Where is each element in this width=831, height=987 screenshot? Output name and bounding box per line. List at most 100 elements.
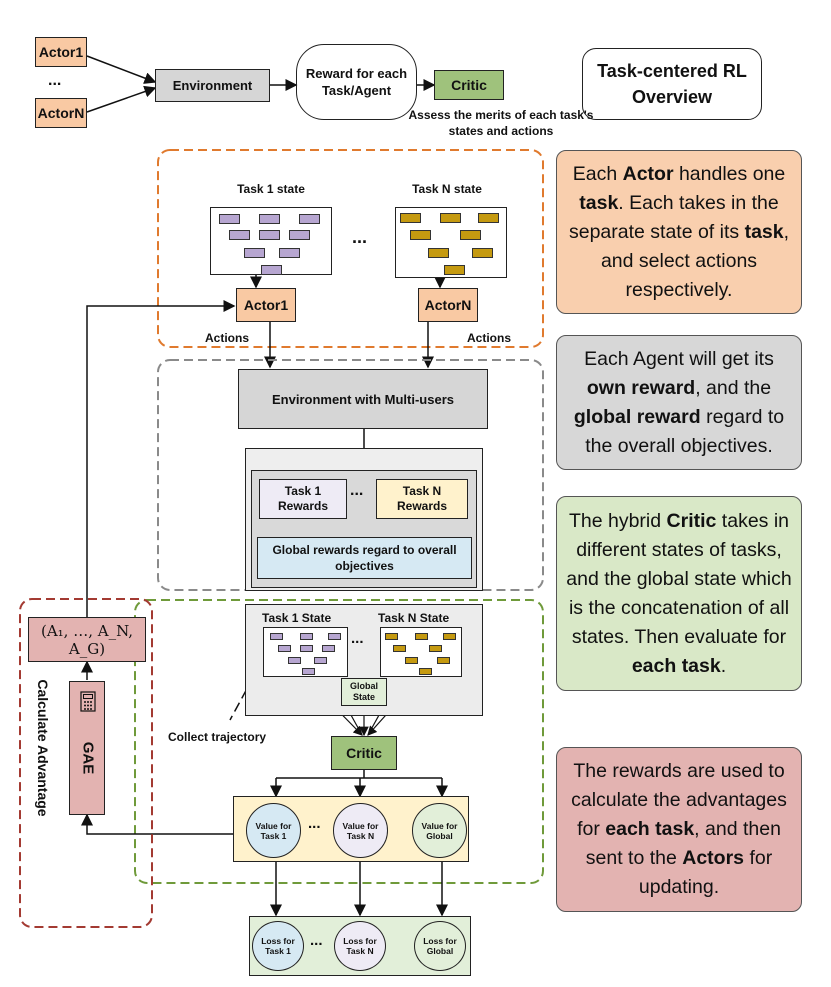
critic-task1-state-title: Task 1 State (262, 611, 332, 625)
top-critic-label: Critic (451, 77, 487, 93)
note-bold: Critic (666, 509, 717, 532)
gae-box: GAE (69, 681, 105, 815)
env-note-text: Each Agent will get its own reward, and … (565, 345, 793, 461)
task1-state-chip (244, 248, 265, 258)
top-critic-box: Critic (434, 70, 504, 100)
note-text: takes in different states of tasks, and … (566, 509, 792, 648)
overview-title: Task-centered RL Overview (597, 61, 747, 107)
critic-task1-chip (300, 633, 313, 640)
taskN-state-chip (410, 230, 431, 240)
task1-state-chip (259, 230, 280, 240)
value-task1-label: Value for Task 1 (255, 820, 292, 841)
task1-state-chip (299, 214, 320, 224)
task1-state-chip (229, 230, 250, 240)
value-taskN-circle: Value for Task N (333, 803, 388, 858)
env-note: Each Agent will get its own reward, and … (556, 335, 802, 470)
task1-state-title: Task 1 state (237, 182, 305, 196)
critic-taskN-state-panel (380, 627, 462, 677)
advantage-note-text: The rewards are used to calculate the ad… (565, 757, 793, 902)
global-state-label: Global State (349, 681, 378, 702)
taskN-state-chip (400, 213, 421, 223)
note-text: Each Agent will get its (584, 347, 774, 370)
critic-taskN-chip (393, 645, 406, 652)
critic-taskN-state-title: Task N State (378, 611, 450, 625)
taskN-state-chip (478, 213, 499, 223)
note-text: Each (572, 162, 623, 185)
loss-taskN-circle: Loss for Task N (334, 921, 386, 971)
advantage-note: The rewards are used to calculate the ad… (556, 747, 802, 912)
taskN-state-chip (472, 248, 493, 258)
critic-task1-chip (270, 633, 283, 640)
taskN-state-title: Task N state (412, 182, 482, 196)
overview-title-box: Task-centered RL Overview (582, 48, 762, 120)
taskN-state-chip (444, 265, 465, 275)
critic-state-dots: ... (351, 630, 364, 647)
global-rewards-label: Global rewards regard to overall objecti… (272, 543, 457, 573)
global-state-box: Global State (341, 678, 387, 706)
taskN-state-panel (395, 207, 507, 278)
actions-label-right: Actions (467, 331, 512, 345)
note-text: for updating. (638, 847, 773, 898)
value-dots: ... (308, 815, 321, 832)
note-text: . Each takes in the separate state of it… (568, 191, 779, 243)
loss-dots: ... (310, 932, 323, 949)
note-text: . (720, 654, 727, 677)
critic-taskN-chip (437, 657, 450, 664)
top-environment-label: Environment (172, 78, 253, 93)
rewards-dots: ... (350, 482, 364, 499)
top-actor-dots: ... (48, 72, 62, 89)
critic-taskN-chip (385, 633, 398, 640)
calculator-icon (80, 691, 96, 712)
critic-task1-chip (300, 645, 313, 652)
actor1-box: Actor1 (236, 288, 296, 322)
value-global-circle: Value for Global (412, 803, 467, 858)
actions-label-left: Actions (205, 331, 250, 345)
calculate-advantage-label: Calculate Advantage (35, 679, 51, 817)
top-reward-box: Reward for each Task/Agent (296, 44, 417, 120)
note-bold: task (744, 220, 784, 243)
note-text: , and select actions respectively. (600, 220, 790, 301)
critic-label: Critic (346, 745, 382, 761)
env-multiusers-label: Environment with Multi-users (271, 391, 454, 407)
gae-label: GAE (79, 741, 97, 775)
note-text: The rewards are used to calculate the ad… (571, 760, 787, 840)
taskN-state-chip (440, 213, 461, 223)
state-dots: ... (352, 227, 368, 247)
loss-global-label: Loss for Global (423, 936, 457, 956)
actor-note: Each Actor handles one task. Each takes … (556, 150, 802, 314)
env-multiusers-box: Environment with Multi-users (238, 369, 488, 429)
note-bold: each task (605, 818, 695, 840)
actor1-label: Actor1 (243, 297, 289, 313)
top-reward-label: Reward for each Task/Agent (305, 66, 408, 98)
note-bold: task (579, 191, 619, 214)
taskN-state-chip (428, 248, 449, 258)
note-text: handles one (673, 162, 786, 185)
critic-taskN-chip (415, 633, 428, 640)
advantage-formula-box: (A₁, …, A_N, A_G) (28, 617, 146, 662)
global-rewards-box: Global rewards regard to overall objecti… (257, 537, 472, 579)
actor-note-text: Each Actor handles one task. Each takes … (565, 160, 793, 305)
critic-note-text: The hybrid Critic takes in different sta… (565, 507, 793, 681)
collect-trajectory-label: Collect trajectory (168, 730, 267, 744)
note-text: The hybrid (568, 509, 667, 532)
critic-task1-chip (314, 657, 327, 664)
note-bold: Actors (682, 847, 745, 869)
loss-global-circle: Loss for Global (414, 921, 466, 971)
critic-task1-state-panel (263, 627, 348, 677)
top-assess-text: Assess the merits of each task's states … (408, 108, 594, 138)
top-environment-box: Environment (155, 69, 270, 102)
loss-task1-circle: Loss for Task 1 (252, 921, 304, 971)
loss-taskN-label: Loss for Task N (343, 936, 377, 956)
loss-task1-label: Loss for Task 1 (261, 936, 295, 956)
critic-task1-chip (278, 645, 291, 652)
value-taskN-label: Value for Task N (342, 820, 379, 841)
top-actorN-box: ActorN (35, 98, 87, 128)
task1-rewards-box: Task 1 Rewards (259, 479, 347, 519)
task1-state-chip (279, 248, 300, 258)
note-text: , and then sent to the (585, 818, 781, 869)
task1-state-panel (210, 207, 332, 275)
task1-state-chip (259, 214, 280, 224)
taskN-state-chip (460, 230, 481, 240)
critic-taskN-chip (443, 633, 456, 640)
top-actor1-box: Actor1 (35, 37, 87, 67)
